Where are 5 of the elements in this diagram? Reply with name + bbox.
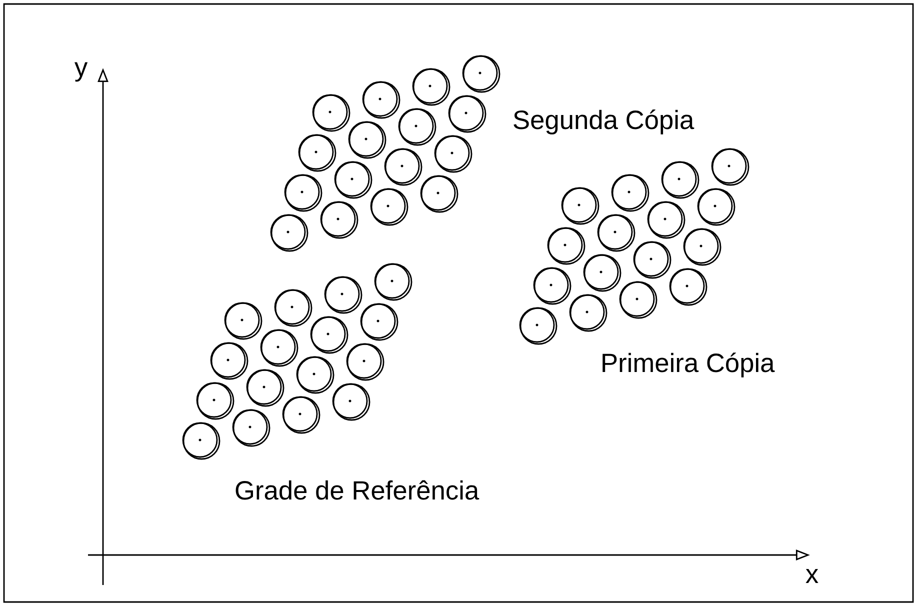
grid-label: Primeira Cópia — [602, 352, 775, 378]
axis-label: x — [806, 569, 818, 583]
grid-label: Grade de Referência — [236, 480, 480, 500]
grid-label: Segunda Cópia — [514, 110, 694, 134]
axis-label: y — [74, 62, 88, 82]
